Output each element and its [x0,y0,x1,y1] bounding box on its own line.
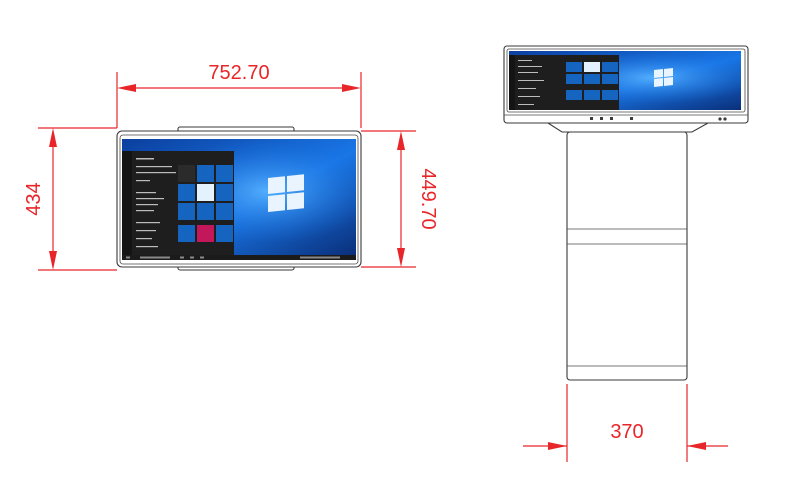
taskbar [122,255,356,260]
height-left-label: 434 [23,182,45,215]
base-width-label: 370 [610,421,643,443]
stand-column [566,131,688,381]
base-width-dimension: 370 [523,384,728,462]
front-screen [122,139,356,260]
width-dimension: 752.70 [116,62,362,128]
front-view: 752.70 434 449.70 [23,62,439,271]
windows-logo-icon [268,174,304,212]
stand-mount [546,122,711,133]
height-left-dimension: 434 [23,127,117,271]
windows-logo-icon [654,68,673,87]
width-label: 752.70 [208,62,269,84]
start-tiles [178,165,233,242]
height-right-dimension: 449.70 [361,130,439,268]
height-right-label: 449.70 [417,168,439,229]
front-bezel [119,134,359,265]
stand-monitor-screen [509,51,741,110]
stand-view: 370 [503,45,749,462]
